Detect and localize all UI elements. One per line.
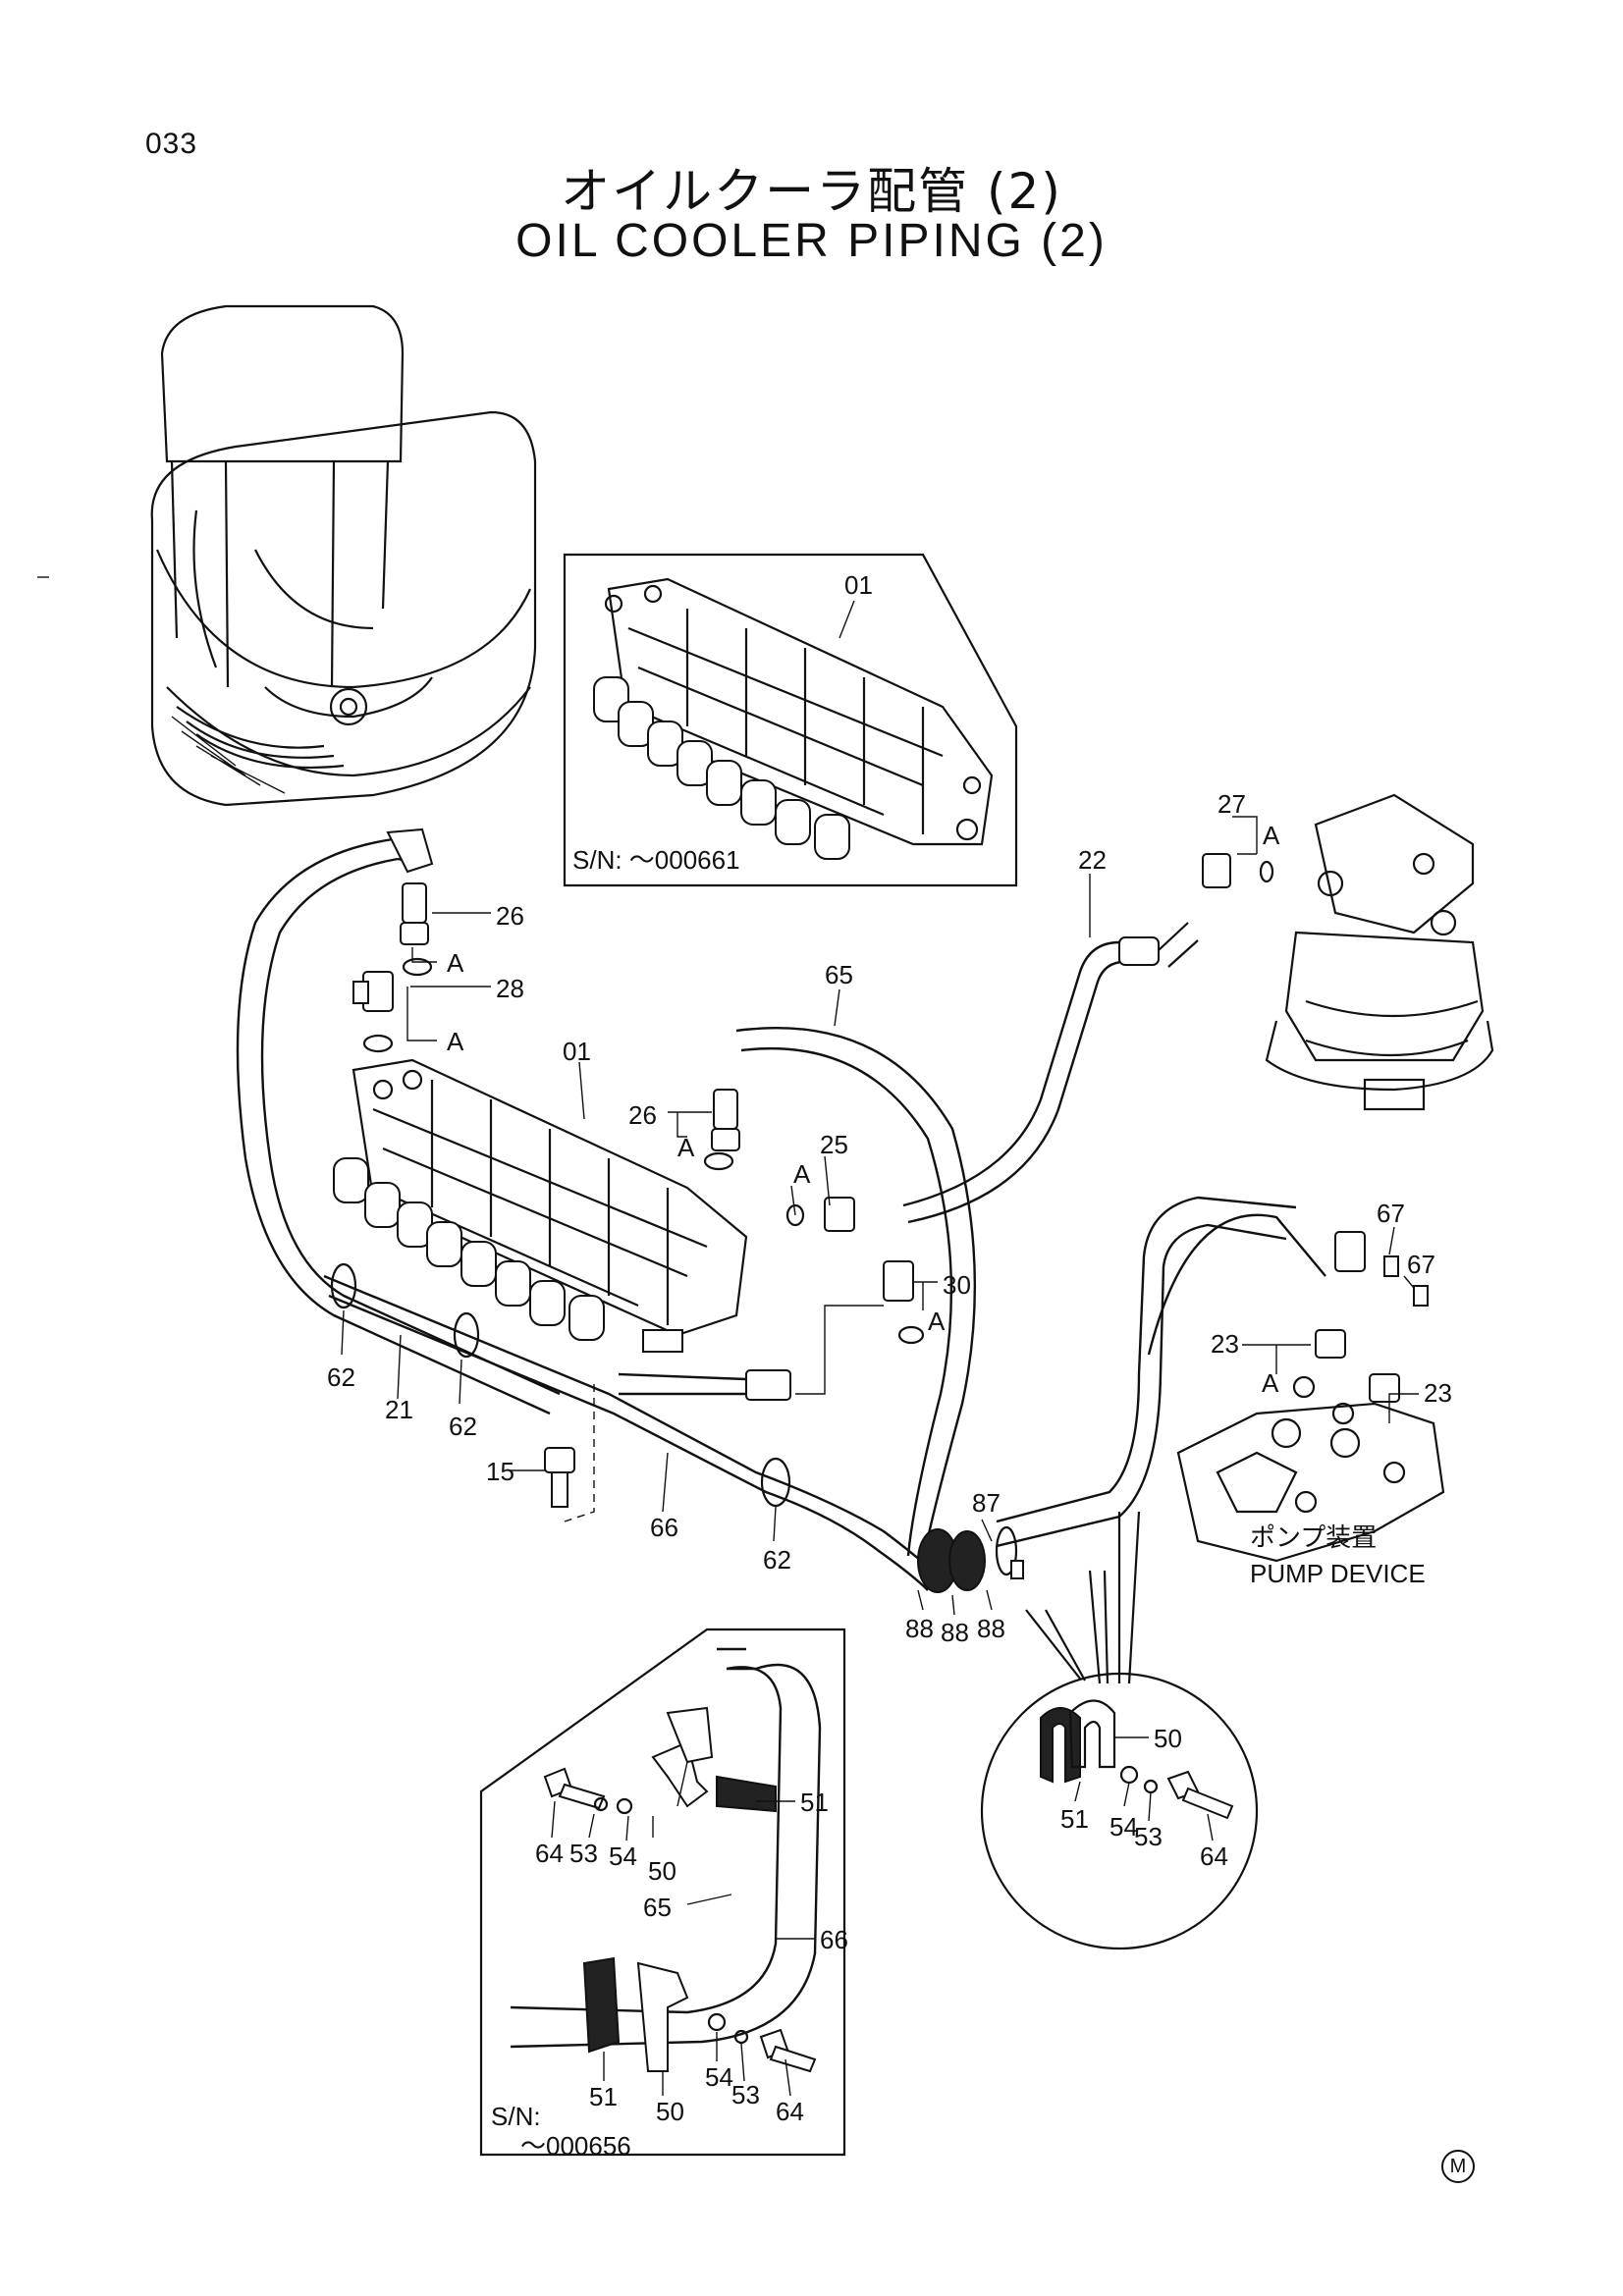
callout-66: 66	[650, 1513, 678, 1542]
callout-62-b: 62	[449, 1412, 477, 1441]
detail-callout-53: 53	[1134, 1822, 1163, 1851]
callout-a-4: A	[793, 1159, 811, 1189]
inset-clamp-s-n-000656: S/N: ～000656	[479, 1628, 846, 2161]
callout-26-top: 26	[496, 901, 524, 931]
bl-callout-50: 50	[648, 1856, 676, 1886]
callout-22: 22	[1078, 845, 1107, 875]
callout-88-a: 88	[905, 1614, 934, 1643]
main-control-valve-drawing	[333, 1058, 748, 1353]
detail-callout-51: 51	[1060, 1804, 1089, 1834]
leader-lines	[341, 816, 1419, 1684]
fitting-25	[824, 1197, 855, 1232]
title-japanese: オイルクーラ配管 (2)	[561, 163, 1062, 220]
callout-62-c: 62	[763, 1545, 791, 1575]
pump-device-drawing	[1176, 1402, 1445, 1563]
bolt-15	[544, 1447, 575, 1473]
bl-callout-53: 53	[569, 1839, 598, 1868]
detail-callout-64: 64	[1200, 1842, 1228, 1871]
callout-87: 87	[972, 1488, 1001, 1518]
bl-callout-66: 66	[820, 1925, 848, 1954]
callout-23-b: 23	[1424, 1378, 1452, 1408]
detail-circle-labels: 50 51 54 53 64	[1060, 1724, 1228, 1871]
bl-callout-54-bottom: 54	[705, 2062, 733, 2092]
serial-note-inset-bottom-value: ～000656	[520, 2131, 631, 2161]
bl-callout-53-bottom: 53	[731, 2080, 760, 2109]
callout-a-5: A	[928, 1307, 946, 1336]
pump-device-label-ja: ポンプ装置	[1250, 1523, 1377, 1553]
revision-mark: M	[1441, 2150, 1475, 2183]
callout-a-7: A	[1262, 1368, 1279, 1398]
fitting-26-mid	[713, 1089, 738, 1130]
callout-67-a: 67	[1377, 1199, 1405, 1228]
detail-callout-50: 50	[1154, 1724, 1182, 1753]
bl-callout-64: 64	[535, 1839, 564, 1868]
bl-callout-51-bottom: 51	[589, 2082, 618, 2111]
callout-26-mid: 26	[628, 1100, 657, 1130]
inset-valve-s-n-000661: 01 S/N: ～000661	[563, 553, 1018, 887]
callout-88-b: 88	[941, 1618, 969, 1647]
fitting-30	[883, 1260, 914, 1302]
callout-28: 28	[496, 974, 524, 1003]
callout-25: 25	[820, 1130, 848, 1159]
clamps-62	[330, 1262, 791, 1508]
bl-callout-64-bottom: 64	[776, 2097, 804, 2126]
bottom-inset-labels: 64 53 54 50 51 65 66 51 50 54 53 64	[535, 1788, 848, 2126]
callout-15: 15	[486, 1457, 514, 1486]
swing-motor-drawing	[1265, 793, 1494, 1111]
callout-01-inset: 01	[844, 570, 873, 600]
title-english: OIL COOLER PIPING (2)	[515, 215, 1108, 267]
callout-88-c: 88	[977, 1614, 1005, 1643]
fitting-27	[1202, 853, 1231, 888]
main-piping-assembly	[236, 837, 1326, 1591]
callout-01-main: 01	[563, 1037, 591, 1066]
serial-note-inset-bottom-prefix: S/N:	[491, 2102, 541, 2131]
page-number: 033	[145, 128, 198, 160]
callout-21: 21	[385, 1395, 413, 1424]
valve-bank-inset-drawing	[593, 577, 994, 860]
callout-a-2: A	[447, 1027, 464, 1056]
callout-23-a: 23	[1211, 1329, 1239, 1359]
callout-a-3: A	[677, 1133, 695, 1162]
detail-callout-54: 54	[1109, 1812, 1138, 1842]
serial-note-inset-top: S/N: ～000661	[572, 845, 740, 875]
machine-overview-illustration	[150, 304, 537, 807]
hose-band-87-88	[917, 1525, 1024, 1593]
bl-callout-51-top: 51	[800, 1788, 829, 1817]
callout-65: 65	[825, 960, 853, 989]
callout-62-a: 62	[327, 1362, 355, 1392]
callout-a-6: A	[1263, 821, 1280, 850]
callout-labels: 26 A 28 A 01 26 A 25 A 30 A 27 A 22 65 6…	[327, 789, 1452, 1647]
bl-callout-54: 54	[609, 1842, 637, 1871]
detail-circle-clamp	[980, 1672, 1259, 1950]
callout-a-1: A	[447, 948, 464, 978]
callout-67-b: 67	[1407, 1250, 1435, 1279]
callout-30: 30	[943, 1270, 971, 1300]
fitting-26-top	[402, 882, 427, 924]
callout-27: 27	[1217, 789, 1246, 819]
pump-fittings	[1292, 1231, 1429, 1425]
pump-device-label-en: PUMP DEVICE	[1250, 1559, 1426, 1588]
fittings	[352, 828, 1274, 1508]
bl-callout-50-bottom: 50	[656, 2097, 684, 2126]
bl-callout-65: 65	[643, 1893, 672, 1922]
